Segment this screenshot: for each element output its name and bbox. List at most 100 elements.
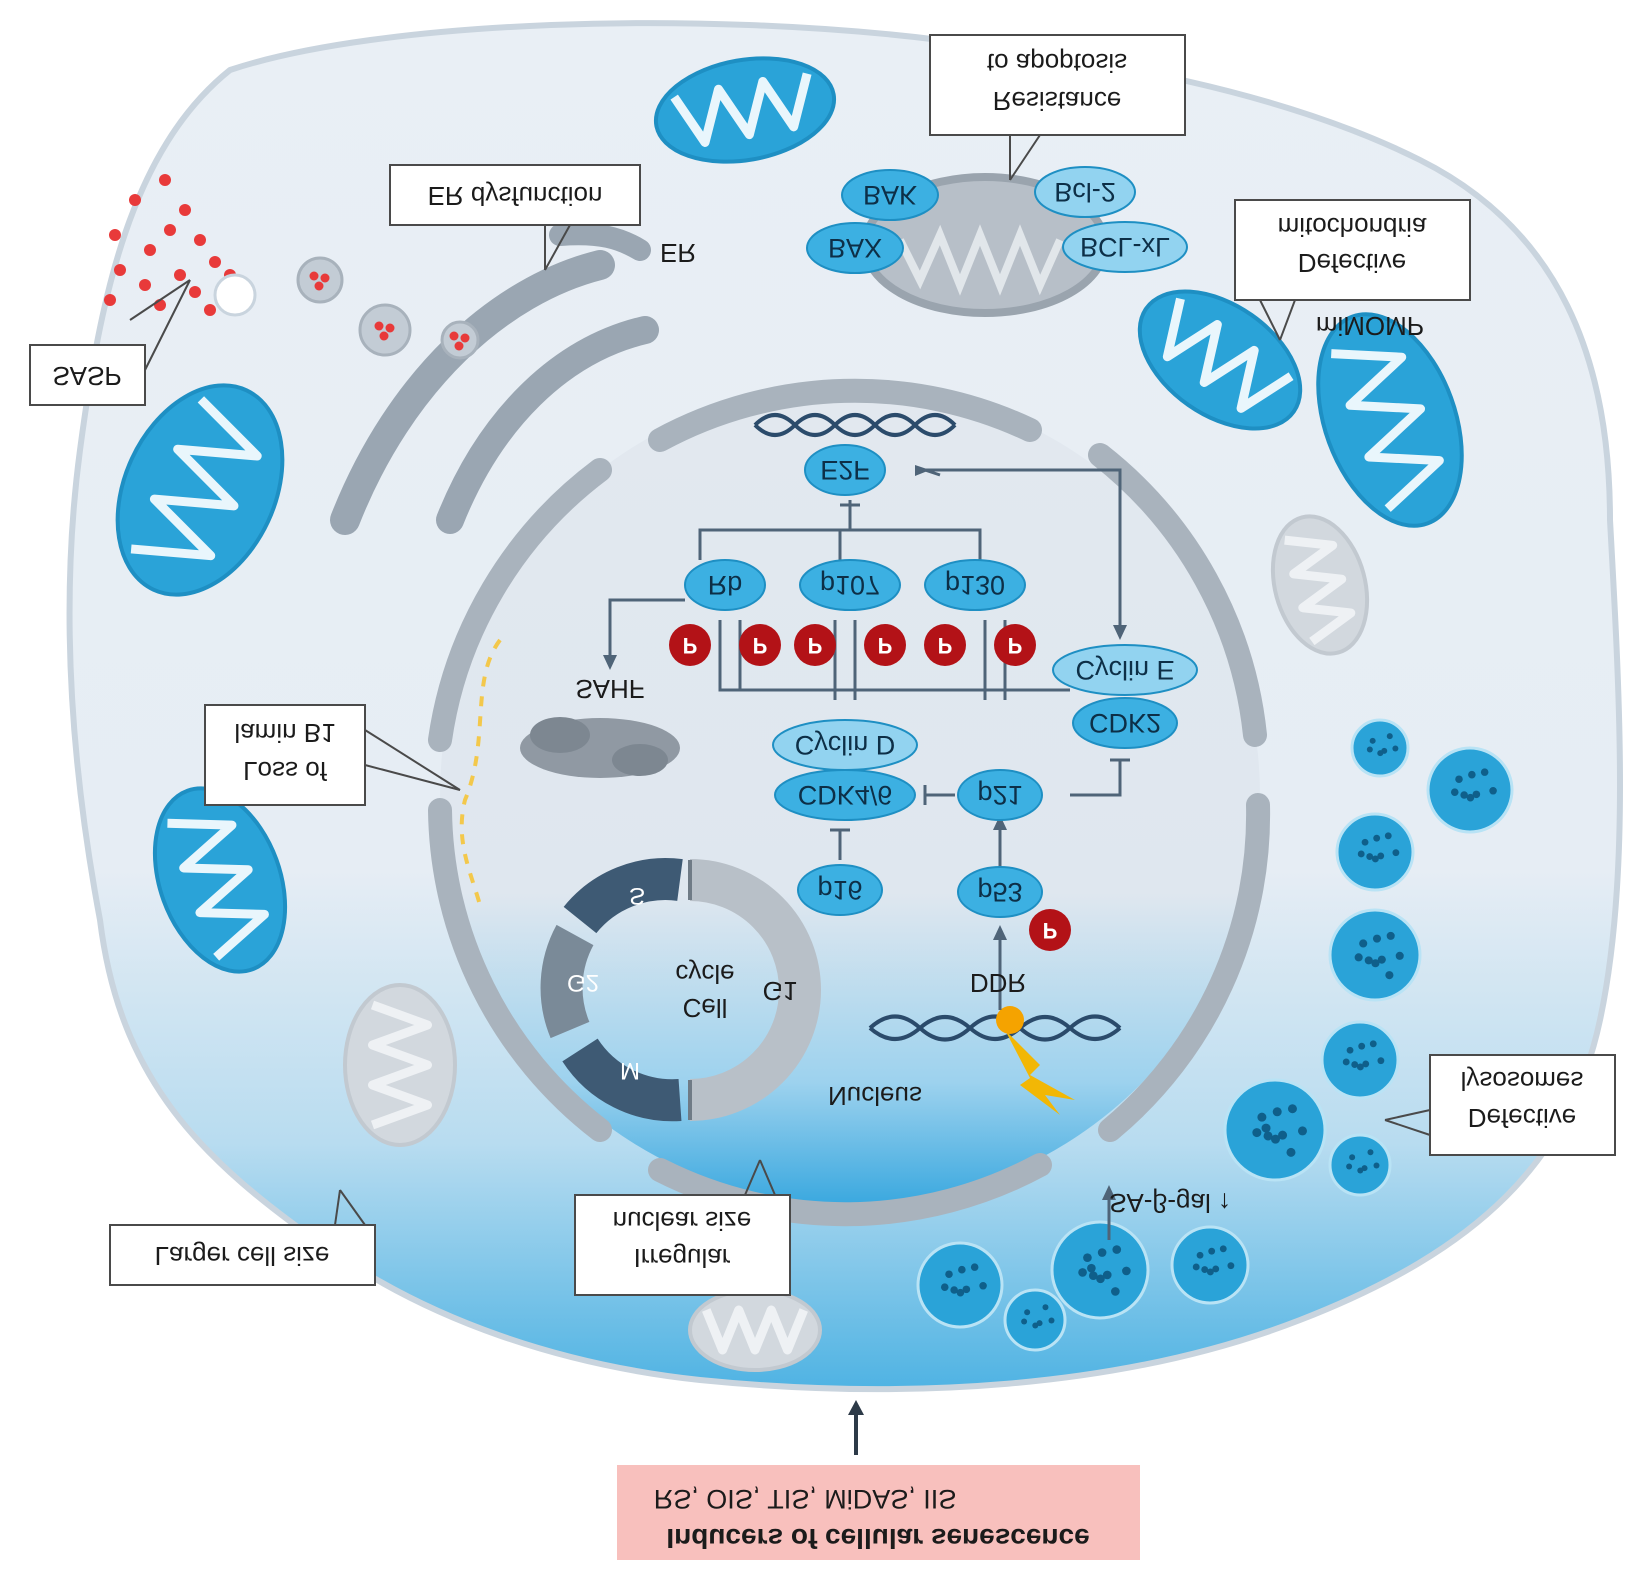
mitochondrion: [1316, 312, 1464, 528]
lysosome: [1320, 1020, 1400, 1100]
inducers-box: [617, 1465, 1140, 1560]
phospho-marker: P: [794, 624, 836, 666]
cell-cycle-line1: Cell: [683, 993, 728, 1023]
sahf-chromatin: [520, 717, 680, 778]
protein-label-bcl2: Bcl-2: [1054, 177, 1116, 207]
protein-label-bax: BAX: [828, 233, 882, 263]
lysosome: [1170, 1225, 1250, 1305]
nucleus-label: Nucleus: [828, 1081, 922, 1111]
lamin-b1-fragments: [459, 638, 502, 906]
phospho-label: P: [938, 633, 953, 658]
sahf-label: SAHF: [575, 674, 644, 704]
protein-label-bak: BAK: [863, 180, 917, 210]
phase-s: S: [629, 882, 645, 909]
sasp-factor: [159, 174, 171, 186]
lysosome: [1223, 1078, 1327, 1182]
lysosome: [1003, 1288, 1067, 1352]
mitochondrion: [688, 1288, 822, 1372]
phospho-marker: P: [864, 624, 906, 666]
phospho-marker: P: [994, 624, 1036, 666]
mitochondrion: [1270, 514, 1370, 656]
protein-bcl2: Bcl-2: [1034, 166, 1136, 218]
protein-label-bclxl: BCL-xL: [1080, 232, 1170, 262]
loss-lamin-line1: Loss of: [243, 756, 328, 786]
protein-label-p130: p130: [945, 570, 1005, 600]
phospho-label: P: [808, 633, 823, 658]
phospho-marker: P: [1029, 909, 1071, 951]
lysosome: [1335, 812, 1415, 892]
protein-p130: p130: [924, 559, 1026, 611]
resistance-box: [929, 34, 1186, 136]
secretory-vesicle: [296, 256, 344, 304]
nuclear-envelope: [428, 378, 1271, 1227]
protein-rb: Rb: [684, 559, 766, 611]
phospho-label: P: [1043, 918, 1058, 943]
protein-p107: p107: [799, 559, 901, 611]
resistance-line2: to apoptosis: [987, 48, 1127, 78]
lysosome: [1350, 718, 1410, 778]
irregular-line2: nuclear size: [613, 1206, 752, 1236]
phase-g2: G2: [567, 969, 599, 996]
protein-label-cyclin-e: Cyclin E: [1075, 655, 1174, 685]
phospho-label: P: [1008, 633, 1023, 658]
protein-label-p16: p16: [817, 875, 862, 905]
secretory-vesicle: [440, 320, 480, 360]
protein-bak: BAK: [841, 169, 939, 221]
lysosome: [1426, 746, 1514, 834]
larger-cell-label: Larger cell size: [155, 1241, 330, 1271]
inducers-list: RS, OIS, TIS, MiDAS, IIS: [654, 1484, 957, 1514]
protein-label-cdk2: CDK2: [1089, 708, 1161, 738]
phospho-label: P: [683, 633, 698, 658]
mitochondrion: [1137, 289, 1303, 431]
phospho-label: P: [753, 633, 768, 658]
protein-label-p107: p107: [820, 570, 880, 600]
inducers-title: Inducers of cellular senescence: [666, 1523, 1089, 1554]
lysosome: [916, 1241, 1004, 1329]
cell-cycle-line2: cycle: [675, 959, 734, 989]
mitochondrion: [653, 56, 837, 164]
protein-label-p21: p21: [977, 780, 1022, 810]
dna-damage-bolt: [1005, 1030, 1075, 1115]
labels: SASP ER dysfunction ER Resistance to apo…: [52, 48, 1583, 1554]
lysosome: [1328, 1133, 1392, 1197]
callout-boxes: [29, 34, 1616, 1560]
secretory-vesicle: [358, 303, 412, 357]
sasp-factor: [114, 264, 126, 276]
defective-lyso-line2: lysosomes: [1461, 1066, 1584, 1096]
phospho-marker: P: [924, 624, 966, 666]
protein-label-p53: p53: [977, 877, 1022, 907]
defective-lyso-line1: Defective: [1468, 1103, 1576, 1133]
sasp-factor: [104, 294, 116, 306]
phospho-label: P: [878, 633, 893, 658]
ddr-label: DDR: [970, 968, 1026, 998]
mitochondrion: [152, 786, 288, 974]
cell-cycle-wheel: [540, 858, 821, 1122]
protein-label-rb: Rb: [708, 570, 743, 600]
sasp-label: SASP: [52, 361, 121, 391]
lysosomes: [916, 718, 1514, 1352]
protein-p16: p16: [797, 864, 883, 916]
mimomp-label: miMOMP: [1316, 311, 1424, 341]
protein-cyclin-d: Cyclin D: [772, 719, 918, 771]
defective-lyso-box: [1429, 1054, 1616, 1156]
lysosome: [1328, 908, 1422, 1002]
loss-lamin-box: [204, 704, 366, 806]
sasp-factor: [174, 269, 186, 281]
irregular-nucleus-box: [574, 1194, 791, 1296]
dna-strand-damaged: [868, 1014, 1122, 1042]
mitochondrion: [343, 983, 457, 1147]
callout-pointers: [129, 134, 1431, 1226]
protein-e2f: E2F: [804, 444, 886, 496]
sasp-factor: [129, 194, 141, 206]
er-label: ER: [660, 238, 696, 268]
protein-p53: p53: [957, 866, 1043, 918]
inducer-arrow: [848, 1400, 864, 1455]
defective-mito-line1: Defective: [1298, 248, 1406, 278]
protein-bclxl: BCL-xL: [1062, 221, 1188, 273]
phase-g1: G1: [763, 976, 798, 1006]
protein-p21: p21: [957, 769, 1043, 821]
er-dysfunction-box: [389, 164, 641, 226]
protein-bax: BAX: [806, 222, 904, 274]
mitochondria: [115, 56, 1464, 1372]
